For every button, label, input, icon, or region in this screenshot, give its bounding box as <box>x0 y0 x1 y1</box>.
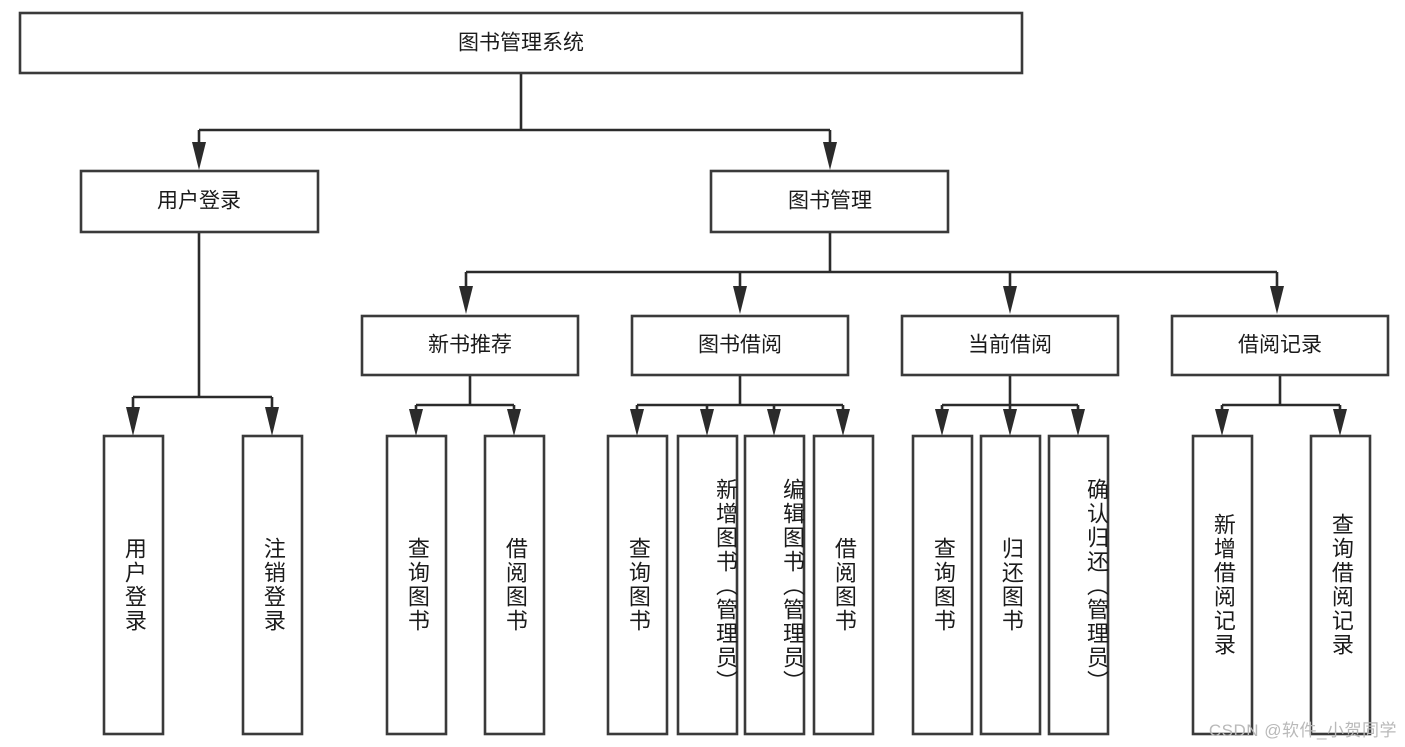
arrow-book-borrow-to-borrow <box>836 409 850 436</box>
arrow-borrow-record-to-query <box>1333 409 1347 436</box>
leaf-borrow-book-1-rect[interactable] <box>483 434 546 736</box>
node-current-borrow[interactable]: 当前借阅 <box>900 314 1120 377</box>
node-book-management-label: 图书管理 <box>788 190 872 213</box>
node-title-rect[interactable] <box>18 11 1024 75</box>
arrow-user-login-to-leaf2 <box>265 407 279 436</box>
connector-group-user-login <box>126 232 279 436</box>
leaf-add-book-rect[interactable] <box>676 434 739 736</box>
node-borrow-record-label: 借阅记录 <box>1238 334 1322 357</box>
node-book-management[interactable]: 图书管理 <box>709 169 950 234</box>
arrow-book-borrow-to-edit <box>767 409 781 436</box>
node-book-borrow-rect[interactable] <box>630 314 850 377</box>
arrow-root-to-user-login <box>192 142 206 170</box>
leaf-confirm-return-rect[interactable] <box>1047 434 1110 736</box>
arrow-root-to-book-mgmt <box>823 142 837 170</box>
node-borrow-record[interactable]: 借阅记录 <box>1170 314 1390 377</box>
leaf-query-book-1-rect[interactable] <box>385 434 448 736</box>
node-user-login-rect[interactable] <box>79 169 320 234</box>
connector-group-book-mgmt <box>459 232 1284 314</box>
arrow-book-borrow-to-query <box>630 409 644 436</box>
leaf-logout-rect[interactable] <box>241 434 304 736</box>
node-current-borrow-rect[interactable] <box>900 314 1120 377</box>
leaf-borrow-book-2-rect[interactable] <box>812 434 875 736</box>
arrow-book-mgmt-to-book-borrow <box>733 286 747 314</box>
arrow-book-borrow-to-add <box>700 409 714 436</box>
arrow-new-book-to-borrow <box>507 409 521 436</box>
leaf-add-record-rect[interactable] <box>1191 434 1254 736</box>
leaf-query-book-2-rect[interactable] <box>606 434 669 736</box>
node-book-management-rect[interactable] <box>709 169 950 234</box>
node-user-login[interactable]: 用户登录 <box>79 169 320 234</box>
arrow-user-login-to-leaf1 <box>126 407 140 436</box>
leaf-query-book-3-rect[interactable] <box>911 434 974 736</box>
arrow-new-book-to-query <box>409 409 423 436</box>
leaf-return-book-rect[interactable] <box>979 434 1042 736</box>
leaf-boxes <box>102 434 1372 736</box>
leaf-query-record-rect[interactable] <box>1309 434 1372 736</box>
connector-group-new-book <box>409 375 521 436</box>
arrow-book-mgmt-to-new-book <box>459 286 473 314</box>
node-book-borrow-label: 图书借阅 <box>698 334 782 357</box>
node-new-book-recommend[interactable]: 新书推荐 <box>360 314 580 377</box>
node-title-label: 图书管理系统 <box>458 32 584 55</box>
arrow-current-borrow-to-return <box>1003 409 1017 436</box>
node-title[interactable]: 图书管理系统 <box>18 11 1024 75</box>
connector-group-borrow-record <box>1215 375 1347 436</box>
leaf-user-login-rect[interactable] <box>102 434 165 736</box>
node-current-borrow-label: 当前借阅 <box>968 334 1052 357</box>
arrow-borrow-record-to-add <box>1215 409 1229 436</box>
arrow-current-borrow-to-confirm <box>1071 409 1085 436</box>
node-new-book-recommend-label: 新书推荐 <box>428 334 512 357</box>
node-new-book-recommend-rect[interactable] <box>360 314 580 377</box>
connector-group-book-borrow <box>630 375 850 436</box>
connector-group-root <box>192 73 837 170</box>
node-book-borrow[interactable]: 图书借阅 <box>630 314 850 377</box>
watermark-text: CSDN @软件_小贺同学 <box>1208 721 1397 740</box>
leaf-edit-book-rect[interactable] <box>743 434 806 736</box>
arrow-book-mgmt-to-current-borrow <box>1003 286 1017 314</box>
arrow-book-mgmt-to-borrow-record <box>1270 286 1284 314</box>
node-user-login-label: 用户登录 <box>157 190 241 213</box>
connector-group-current-borrow <box>935 375 1085 436</box>
node-borrow-record-rect[interactable] <box>1170 314 1390 377</box>
arrow-current-borrow-to-query <box>935 409 949 436</box>
